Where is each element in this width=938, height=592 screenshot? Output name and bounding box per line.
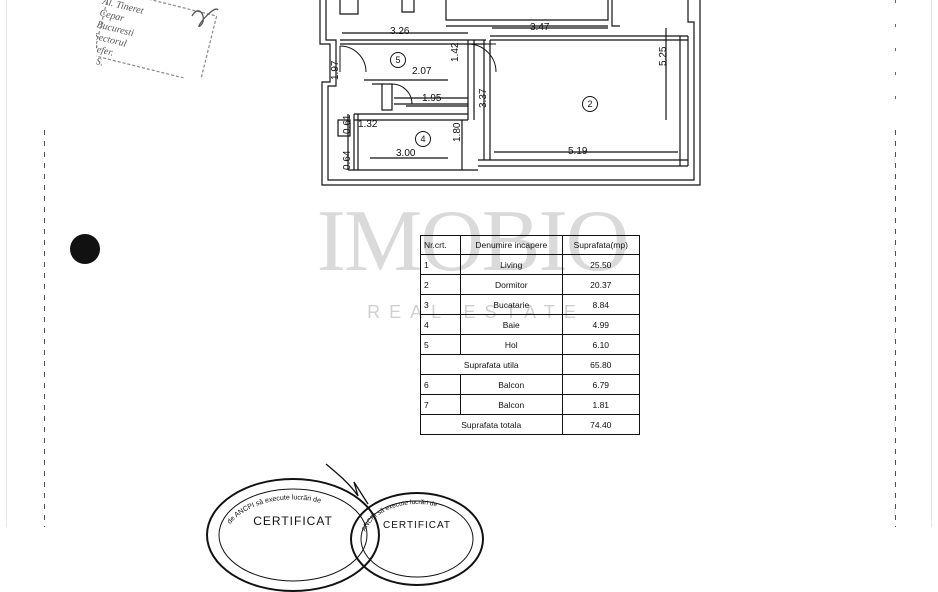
seal-title: CERTIFICAT bbox=[383, 520, 451, 531]
subtotal-row: Suprafata utila 65.80 bbox=[420, 354, 641, 375]
room-number-2: 2 bbox=[582, 96, 598, 112]
table-row: 7 Balcon 1.81 bbox=[419, 394, 641, 415]
room-area: 1.81 bbox=[561, 394, 641, 415]
row-number: 3 bbox=[419, 294, 462, 315]
room-name: Balcon bbox=[460, 374, 563, 395]
dim-label: 2.07 bbox=[412, 66, 432, 77]
room-area: 6.10 bbox=[561, 334, 641, 355]
room-name: Bucatarie bbox=[460, 294, 563, 315]
row-number: 7 bbox=[419, 394, 462, 415]
row-number: 1 bbox=[419, 254, 462, 275]
column-header: Suprafata(mp) bbox=[561, 235, 641, 255]
dim-label: 3.00 bbox=[396, 148, 416, 159]
dashed-margin-left bbox=[44, 130, 45, 527]
dim-label: 3.47 bbox=[530, 22, 550, 33]
seal-title: CERTIFICAT bbox=[253, 514, 333, 528]
room-number-5: 5 bbox=[390, 52, 406, 68]
table-row: 5 Hol 6.10 bbox=[419, 334, 641, 355]
room-area: 20.37 bbox=[561, 274, 641, 295]
stamp-signature bbox=[96, 0, 219, 78]
room-name: Baie bbox=[460, 314, 563, 335]
floor-plan: 3.26 3.47 5.25 1.97 1.42 2.07 3.37 1.95 … bbox=[318, 0, 704, 192]
subtotal-area: 65.80 bbox=[561, 354, 641, 375]
page-edge-right bbox=[931, 0, 932, 527]
room-name: Hol bbox=[460, 334, 563, 355]
room-number-4: 4 bbox=[415, 131, 431, 147]
total-area: 74.40 bbox=[561, 414, 641, 435]
table-row: 4 Baie 4.99 bbox=[419, 314, 641, 335]
room-name: Dormitor bbox=[460, 274, 563, 295]
dim-label: 3.37 bbox=[478, 88, 489, 108]
row-number: 4 bbox=[419, 314, 462, 335]
dim-label: 1.42 bbox=[450, 42, 461, 62]
table-header-row: Nr.crt. Denumire incapere Suprafata(mp) bbox=[419, 235, 641, 255]
room-area: 6.79 bbox=[561, 374, 641, 395]
room-area: 8.84 bbox=[561, 294, 641, 315]
dim-label: 0.64 bbox=[342, 150, 353, 170]
dim-label: 1.95 bbox=[422, 93, 442, 104]
dim-label: 1.97 bbox=[330, 60, 341, 80]
column-header: Nr.crt. bbox=[419, 235, 462, 255]
room-name: Balcon bbox=[460, 394, 563, 415]
total-row: Suprafata totala 74.40 bbox=[420, 414, 641, 435]
page-edge-left bbox=[6, 0, 7, 527]
column-header: Denumire incapere bbox=[460, 235, 563, 255]
dashed-margin-right bbox=[895, 130, 896, 527]
room-area-table: Nr.crt. Denumire incapere Suprafata(mp) … bbox=[419, 235, 641, 435]
table-row: 1 Living 25.50 bbox=[419, 254, 641, 275]
room-name: Living bbox=[460, 254, 563, 275]
dim-label: 1.32 bbox=[358, 119, 378, 130]
row-number: 2 bbox=[419, 274, 462, 295]
dim-label: 0.61 bbox=[342, 114, 353, 134]
dim-label: 5.25 bbox=[658, 46, 669, 66]
total-label: Suprafata totala bbox=[420, 414, 563, 435]
dashed-margin-top-right bbox=[895, 0, 896, 115]
table-row: 3 Bucatarie 8.84 bbox=[419, 294, 641, 315]
table-row: 6 Balcon 6.79 bbox=[419, 374, 641, 395]
punch-hole bbox=[70, 234, 100, 264]
room-area: 25.50 bbox=[561, 254, 641, 275]
row-number: 6 bbox=[419, 374, 462, 395]
room-area: 4.99 bbox=[561, 314, 641, 335]
certificate-seal-right: ANCPI să execute lucrări de CERTIFICAT bbox=[350, 492, 484, 586]
seal-ring: ANCPI să execute lucrări de bbox=[360, 499, 474, 578]
dim-label: 3.26 bbox=[390, 26, 410, 37]
row-number: 5 bbox=[419, 334, 462, 355]
floor-plan-walls bbox=[319, 0, 701, 186]
signature bbox=[325, 463, 369, 505]
subtotal-label: Suprafata utila bbox=[420, 354, 563, 375]
table-row: 2 Dormitor 20.37 bbox=[419, 274, 641, 295]
dim-label: 1.80 bbox=[452, 122, 463, 142]
dim-label: 5.19 bbox=[568, 146, 588, 157]
